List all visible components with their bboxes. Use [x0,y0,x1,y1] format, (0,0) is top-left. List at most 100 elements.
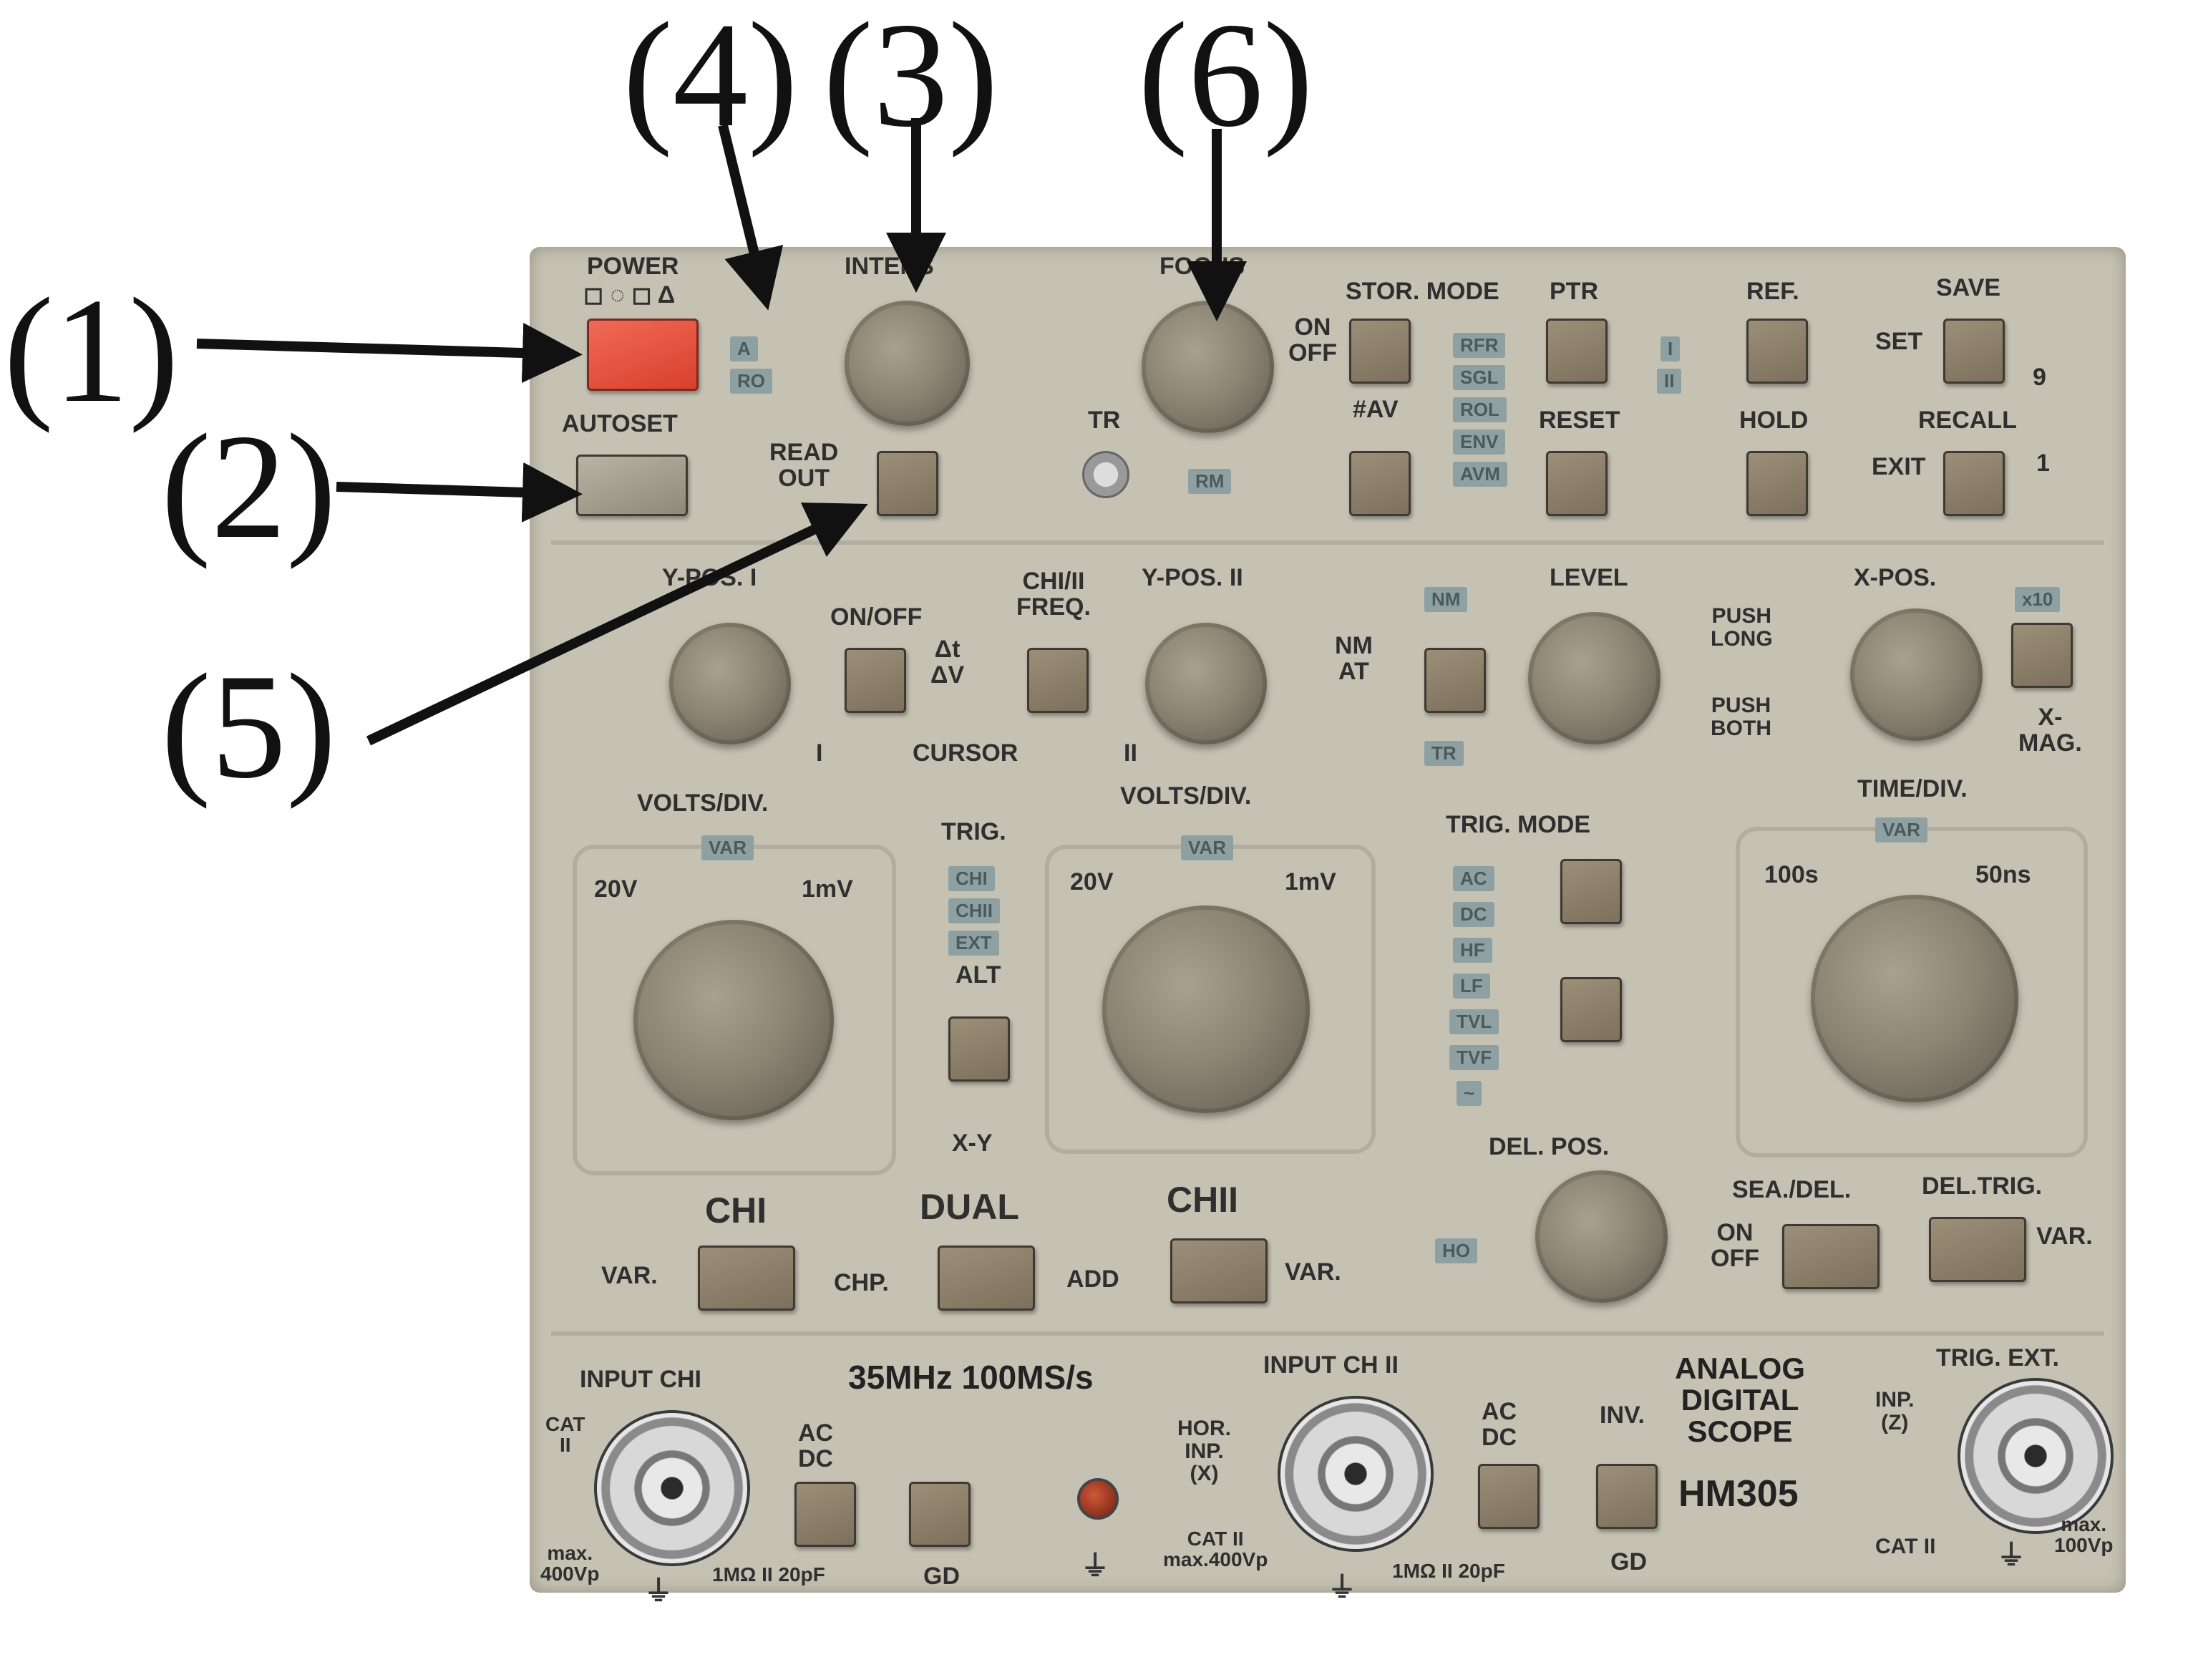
gd-1-label: GD [923,1563,960,1590]
volts-div-1-label: VOLTS/DIV. [637,790,769,817]
delta-label: Δt ΔV [930,636,965,689]
var3-indicator: VAR [1875,817,1927,843]
dual-button[interactable] [938,1246,1035,1311]
recall-button[interactable] [1943,451,2005,516]
input-ch1-label: INPUT CHI [580,1366,701,1393]
del-trig-label: DEL.TRIG. [1922,1172,2043,1200]
trig-ext-connector[interactable] [1958,1378,2114,1534]
inv-button[interactable] [1596,1464,1658,1529]
var-left-label: VAR. [601,1262,658,1289]
ro-indicator: RO [730,369,772,394]
acdc-1-button[interactable] [794,1482,856,1547]
trig-label: TRIG. [941,818,1006,845]
ch1-button[interactable] [698,1246,795,1311]
xmag-label: X- MAG. [2018,704,2082,757]
memory-9-label: 9 [2033,364,2046,391]
lf-indicator: LF [1453,973,1490,999]
readout-button[interactable] [877,451,938,516]
rm-indicator: RM [1188,469,1232,494]
push-both-label: PUSH BOTH [1711,694,1771,740]
power-button[interactable] [587,319,699,391]
save-button[interactable] [1943,319,2005,384]
cursor-onoff-button[interactable] [845,648,906,713]
chp-label: CHP. [834,1269,889,1296]
tr-indicator: TR [1424,741,1464,766]
1mv-2-label: 1mV [1285,868,1336,895]
time-div-knob[interactable] [1811,895,2018,1102]
ch-freq-label: CHI/II FREQ. [1016,568,1091,621]
cat-max-label: CAT II max.400Vp [1163,1528,1268,1571]
add-label: ADD [1066,1266,1119,1293]
ypos2-knob[interactable] [1145,623,1267,744]
input-ch1-connector[interactable] [594,1410,750,1566]
divider-top [551,540,2104,545]
callout-4: (4) [623,0,798,158]
ypos1-knob[interactable] [669,623,791,744]
memory-1-label: 1 [2036,450,2050,477]
inp-z-label: INP. (Z) [1875,1388,1915,1434]
callout-2: (2) [161,404,336,570]
readout-label: READ OUT [769,439,839,492]
hold-button[interactable] [1746,451,1808,516]
divider-bottom [551,1331,2104,1336]
arrow-5 [366,502,868,746]
volts-div-1-knob[interactable] [633,920,834,1120]
dual-label: DUAL [920,1187,1019,1227]
focus-knob[interactable] [1142,301,1274,433]
nm-at-label: NM AT [1335,632,1373,685]
acdc-2-button[interactable] [1478,1464,1540,1529]
stor-mode-button[interactable] [1349,319,1411,384]
av-button[interactable] [1349,451,1411,516]
ref-ii-indicator: II [1657,369,1682,394]
inv-label: INV. [1600,1402,1645,1429]
del-pos-label: DEL. POS. [1489,1133,1610,1160]
del-pos-knob[interactable] [1535,1170,1668,1303]
volts-div-2-knob[interactable] [1102,905,1310,1113]
hf-indicator: HF [1453,938,1492,963]
ch2-button[interactable] [1170,1238,1268,1303]
trig-mode-down-button[interactable] [1560,977,1622,1042]
intens-knob[interactable] [845,301,970,426]
ptr-button[interactable] [1546,319,1608,384]
callout-1: (1) [4,268,179,434]
var1-indicator: VAR [701,835,754,860]
ptr-label: PTR [1550,278,1598,305]
trig-ext-label: TRIG. EXT. [1936,1344,2059,1371]
trig-source-button[interactable] [948,1016,1010,1082]
del-trig-button[interactable] [1929,1217,2026,1282]
power-label: POWER [587,253,679,280]
gd-1-button[interactable] [909,1482,971,1547]
sea-del-button[interactable] [1782,1224,1880,1289]
xmag-button[interactable] [2011,623,2073,688]
alt-label: ALT [956,961,1001,989]
tvl-indicator: TVL [1449,1009,1499,1034]
ch2-ground-icon: ⏚ [1328,1572,1356,1603]
oscilloscope-front-panel: POWER ◻ ◌ ◻ Δ A RO INTENS AUTOSET READ O… [530,247,2126,1607]
rfr-indicator: RFR [1453,333,1506,358]
ref-button[interactable] [1746,319,1808,384]
trig-ch2-indicator: CHII [948,898,1000,923]
trig-mode-up-button[interactable] [1560,859,1622,924]
xpos-knob[interactable] [1850,608,1983,741]
impedance-2-label: 1MΩ II 20pF [1392,1560,1505,1582]
nm-at-button[interactable] [1424,648,1486,713]
level-knob[interactable] [1528,612,1661,744]
1mv-1-label: 1mV [802,875,853,903]
tr-trimmer[interactable] [1082,451,1129,498]
autoset-button[interactable] [576,455,688,516]
reset-button[interactable] [1546,451,1608,516]
time-div-label: TIME/DIV. [1857,775,1968,802]
power-symbols: ◻ ◌ ◻ Δ [583,281,676,309]
tr-label: TR [1088,407,1121,434]
arrow-1 [196,323,583,383]
ch-freq-button[interactable] [1027,648,1089,713]
var2-indicator: VAR [1181,835,1233,860]
save-label: SAVE [1936,274,2001,301]
trig-ext-indicator: EXT [948,931,999,956]
model-label: HM305 [1678,1473,1799,1515]
input-ch2-connector[interactable] [1278,1396,1434,1552]
arrow-2 [336,462,583,523]
cursor-onoff-label: ON/OFF [830,603,923,631]
rol-indicator: ROL [1453,397,1507,422]
